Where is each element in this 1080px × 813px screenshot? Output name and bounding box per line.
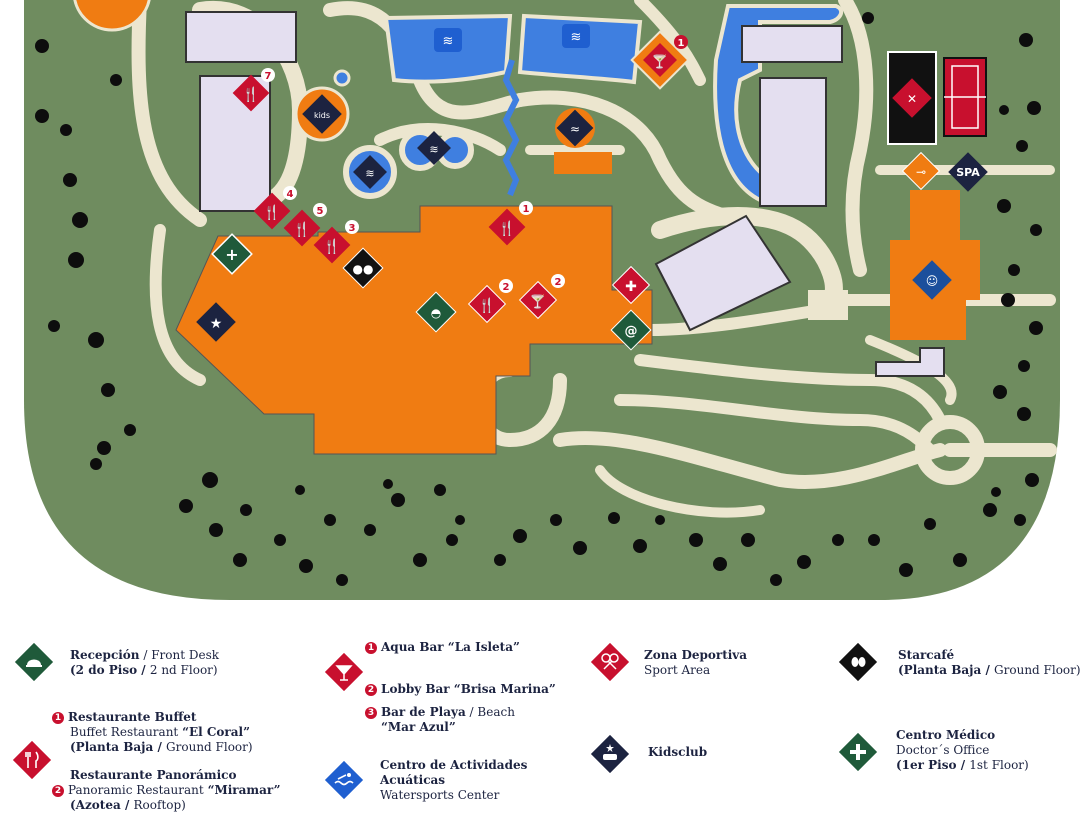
cocktail-icon — [323, 651, 365, 693]
svg-text:4: 4 — [287, 189, 294, 200]
small-pool — [333, 69, 351, 87]
annex-orange — [554, 152, 612, 174]
map-first-aid-marker[interactable]: ✚ — [611, 265, 651, 305]
watersports-subtitle: Watersports Center — [380, 788, 500, 802]
map-sport-marker[interactable]: ✕ — [892, 78, 932, 118]
rackets-icon — [589, 641, 631, 683]
corner-building — [73, 0, 151, 32]
map-swim-marker-left[interactable]: ≋ — [434, 28, 462, 52]
map-restaurant-marker-3[interactable]: 🍴 3 — [313, 220, 359, 264]
svg-text:🍴: 🍴 — [323, 238, 340, 255]
svg-text:2: 2 — [555, 277, 562, 288]
coffee-beans-icon — [837, 641, 879, 683]
svg-text:kids: kids — [314, 111, 330, 120]
svg-text:🍴: 🍴 — [498, 220, 515, 237]
svg-text:✚: ✚ — [625, 279, 637, 295]
map-watersports-marker[interactable]: ≈ — [555, 108, 595, 148]
legend-starcafe: Starcafé (Planta Baja / Ground Floor) — [830, 600, 1080, 700]
map-restaurant-marker-2[interactable]: 🍴 2 — [467, 279, 513, 324]
panoramic-title: Restaurante Panorámico — [70, 768, 237, 782]
svg-text:≋: ≋ — [571, 30, 582, 45]
map-medical-marker[interactable]: + — [211, 233, 253, 275]
resort-map: ≋ ≋ 🍸 1 🍴 7 kids ≋ ≋ ≈ — [24, 0, 1060, 600]
svg-text:≋: ≋ — [443, 34, 454, 49]
pool-right — [517, 13, 643, 85]
svg-text:3: 3 — [349, 223, 356, 234]
front-desk-title-en: Front Desk — [151, 648, 220, 662]
map-restaurant-marker-5[interactable]: 🍴 5 — [283, 203, 327, 247]
aqua-bar-number: 1 — [678, 38, 685, 49]
svg-text:⊸: ⊸ — [916, 165, 926, 179]
svg-text:◓: ◓ — [431, 306, 441, 320]
lazy-river — [502, 59, 520, 197]
svg-text:✕: ✕ — [907, 92, 917, 106]
svg-text:🍴: 🍴 — [478, 297, 495, 314]
kidsclub-title: Kidsclub — [648, 745, 708, 759]
svg-text:5: 5 — [317, 206, 324, 217]
svg-text:SPA: SPA — [956, 166, 980, 179]
buildings — [185, 11, 945, 377]
map-theatre-marker[interactable]: ☺ — [912, 260, 952, 300]
aqua-bar-label: Aqua Bar “La Isleta” — [381, 640, 520, 654]
legend-watersports: Centro de Actividades Acuáticas Waterspo… — [310, 740, 580, 810]
svg-text:@: @ — [625, 324, 638, 339]
swimmer-icon — [323, 759, 365, 801]
legend-front-desk: Recepción / Front Desk (2 do Piso / 2 nd… — [0, 600, 300, 700]
svg-text:+: + — [225, 245, 238, 264]
kids-club-icon — [589, 733, 631, 775]
roundabout — [915, 415, 985, 485]
starcafe-title: Starcafé — [898, 648, 955, 662]
bell-icon — [13, 641, 55, 683]
map-slide-marker-2[interactable]: ≋ — [417, 131, 451, 165]
map-legend: Recepción / Front Desk (2 do Piso / 2 nd… — [0, 600, 1080, 812]
trees — [35, 12, 1043, 586]
main-building — [175, 205, 653, 455]
map-restaurant-marker-7[interactable]: 🍴 7 — [232, 68, 275, 112]
map-starcafe-marker[interactable]: ●● — [342, 247, 384, 289]
svg-text:🍴: 🍴 — [263, 204, 280, 221]
svg-text:≋: ≋ — [429, 143, 438, 156]
medical-title: Centro Médico — [896, 728, 996, 742]
map-spa-marker[interactable]: SPA — [948, 152, 988, 192]
medical-cross-icon — [837, 731, 879, 773]
plaza — [808, 290, 848, 320]
svg-text:1: 1 — [523, 204, 530, 215]
map-restaurant-marker-1[interactable]: 🍴 1 — [488, 201, 533, 246]
map-front-desk-marker[interactable]: ◓ — [415, 291, 457, 333]
legend-kidsclub: Kidsclub — [580, 720, 820, 800]
beach-bar-label: Bar de Playa — [381, 705, 466, 719]
fork-knife-icon — [11, 739, 53, 781]
map-swim-marker-right[interactable]: ≋ — [562, 24, 590, 48]
svg-text:🍸: 🍸 — [530, 293, 546, 310]
map-kids-club-marker[interactable]: kids — [294, 86, 350, 142]
svg-text:★: ★ — [210, 316, 223, 332]
svg-text:●●: ●● — [353, 262, 374, 276]
map-restaurant-marker-4[interactable]: 🍴 4 — [253, 186, 297, 230]
watersports-title: Centro de Actividades — [380, 758, 528, 772]
svg-text:🍴: 🍴 — [293, 221, 310, 238]
svg-text:☺: ☺ — [926, 274, 939, 288]
svg-text:2: 2 — [503, 282, 510, 293]
sport-subtitle: Sport Area — [644, 663, 711, 677]
svg-text:🍴: 🍴 — [242, 86, 259, 103]
svg-text:🍸: 🍸 — [652, 53, 668, 70]
front-desk-title-es: Recepción — [70, 648, 140, 662]
map-aqua-bar-marker[interactable]: 🍸 1 — [630, 30, 690, 90]
svg-text:≋: ≋ — [365, 167, 374, 180]
sport-title: Zona Deportiva — [644, 648, 748, 662]
lobby-bar-label: Lobby Bar “Brisa Marina” — [381, 682, 556, 696]
svg-text:≈: ≈ — [570, 122, 580, 136]
legend-sport: Zona Deportiva Sport Area — [580, 600, 820, 700]
map-lobby-bar-marker[interactable]: 🍸 2 — [518, 274, 565, 320]
legend-medical: Centro Médico Doctor´s Office (1er Piso … — [830, 710, 1080, 810]
svg-text:7: 7 — [265, 71, 272, 82]
medical-subtitle: Doctor´s Office — [896, 743, 990, 757]
map-gym-marker[interactable]: ⊸ — [901, 151, 941, 191]
map-slide-marker-1[interactable]: ≋ — [353, 155, 387, 189]
map-internet-marker[interactable]: @ — [610, 309, 652, 351]
buffet-title: Restaurante Buffet — [68, 710, 197, 724]
map-star-marker[interactable]: ★ — [196, 302, 236, 342]
